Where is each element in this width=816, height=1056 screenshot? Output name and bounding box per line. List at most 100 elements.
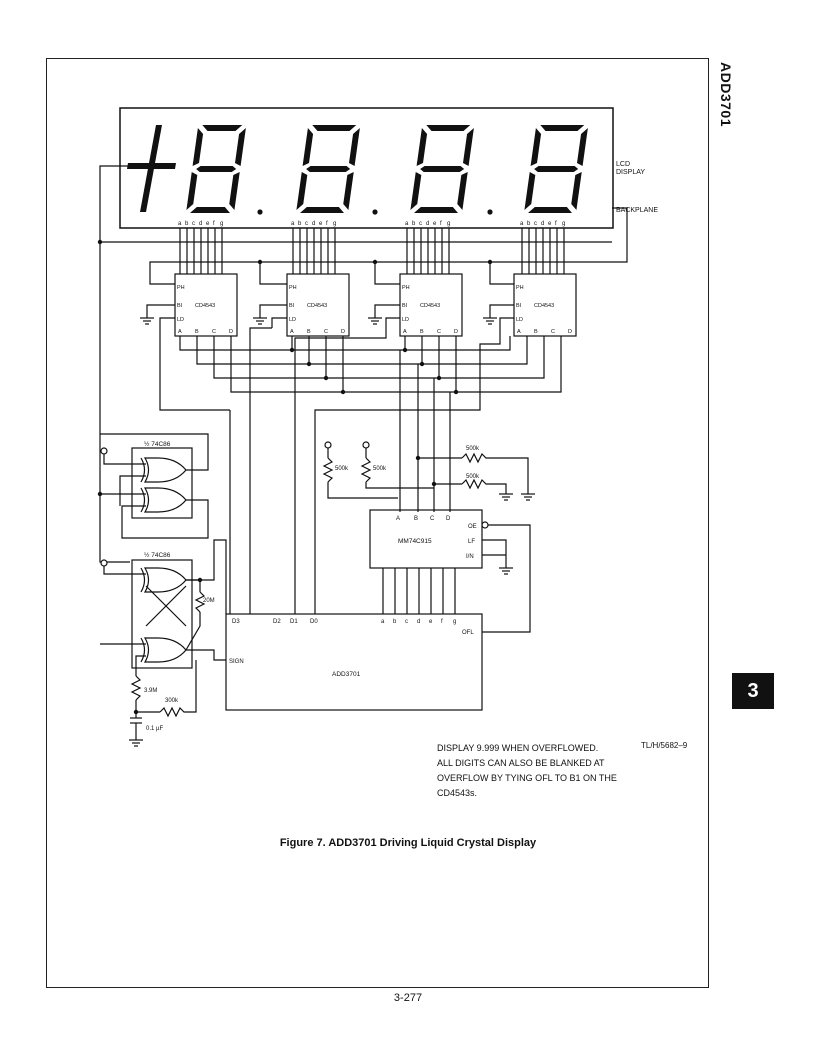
mm74c915-input-label: B (414, 516, 418, 522)
add3701-segment-label: c (405, 619, 408, 625)
add3701-segment-label: d (417, 619, 420, 625)
display-pin-label: c (419, 221, 422, 227)
decoder-bi-label: BI (177, 303, 183, 309)
decoder-bi-label: BI (516, 303, 522, 309)
lcd-digit-2-seg-f (302, 128, 314, 166)
decoder-part-label: CD4543 (307, 303, 327, 309)
decoder-a-label: A (517, 329, 521, 335)
add3701-segment-label: b (393, 619, 397, 625)
decoder-d-label: D (568, 329, 572, 335)
note-line-1: DISPLAY 9.999 WHEN OVERFLOWED. (437, 743, 599, 753)
lcd-digit-3-seg-d (414, 207, 458, 213)
lcd-digit-1-seg-f (192, 128, 204, 166)
display-pin-label: g (562, 221, 565, 227)
lcd-digit-2-seg-g (306, 166, 351, 172)
lcd-digit-3-seg-a (426, 125, 471, 131)
display-pin-label: a (291, 221, 295, 227)
gate-lower-label: ½ 74C86 (144, 551, 171, 559)
lcd-digit-1-seg-d (190, 207, 230, 213)
mm74c915-input-label: A (396, 516, 400, 522)
display-pin-label: b (298, 221, 302, 227)
add3701-segment-label: g (453, 619, 456, 625)
lcd-digit-4-seg-d (528, 207, 572, 213)
display-pin-label: f (326, 221, 328, 227)
decoder-a-label: A (290, 329, 294, 335)
lcd-decimal-point (372, 209, 378, 215)
page-frame (46, 58, 709, 988)
display-pin-label: g (447, 221, 450, 227)
display-pin-label: a (405, 221, 409, 227)
decoder-d-label: D (229, 329, 233, 335)
lcd-digit-1-seg-b (235, 128, 246, 166)
add3701-d1-label: D1 (290, 619, 298, 625)
lcd-digit-1-seg-g (196, 166, 237, 172)
lcd-digit-1-seg-a (202, 125, 243, 131)
add3701-segment-label: a (381, 619, 385, 625)
lcd-display (119, 107, 614, 229)
decoder-a-label: A (403, 329, 407, 335)
display-pin-label: d (426, 221, 429, 227)
lcd-digit-4-seg-e (524, 172, 536, 210)
display-label-line2: DISPLAY (616, 169, 645, 176)
mm74c915-in-label: I/N (466, 554, 474, 560)
lcd-digit-1-seg-c (229, 172, 240, 210)
backplane-label: BACKPLANE (616, 207, 658, 214)
note-line-2: ALL DIGITS CAN ALSO BE BLANKED AT (437, 758, 605, 768)
lcd-digit-2-seg-d (300, 207, 344, 213)
decoder-ph-label: PH (177, 285, 185, 291)
display-pin-label: a (520, 221, 524, 227)
decoder-d-label: D (341, 329, 345, 335)
section-tab: 3 (732, 673, 774, 709)
r39m-label: 3.9M (144, 688, 157, 694)
decoder-b-label: B (420, 329, 424, 335)
add3701-d0-label: D0 (310, 619, 318, 625)
display-pin-label: g (220, 221, 223, 227)
lcd-digit-3-seg-f (416, 128, 428, 166)
lcd-minus-bar (127, 163, 176, 169)
decoder-ld-label: LD (402, 317, 409, 323)
lcd-digits (127, 125, 588, 215)
mm74c915-input-labels: A B C D (396, 516, 451, 522)
decoder-a-label: A (178, 329, 182, 335)
page-number: 3-277 (393, 992, 423, 1004)
decoder-c-label: C (324, 329, 328, 335)
mm74c915-input-label: D (446, 516, 451, 522)
decoder-bi-label: BI (402, 303, 408, 309)
lcd-decimal-point (257, 209, 263, 215)
add3701-segment-label: f (441, 619, 443, 625)
mm74c915-lf-label: LF (468, 539, 475, 545)
display-pin-label: b (527, 221, 531, 227)
r500k-d-label: 500k (466, 474, 480, 480)
r300k-label: 300k (165, 698, 179, 704)
decoder-ph-label: PH (402, 285, 410, 291)
display-pin-label: b (412, 221, 416, 227)
lcd-digit-2-seg-b (349, 128, 360, 166)
display-pin-label: d (541, 221, 544, 227)
decoder-c-label: C (551, 329, 555, 335)
decoder-part-label: CD4543 (195, 303, 215, 309)
decoder-c-label: C (437, 329, 441, 335)
decoder-ph-label: PH (289, 285, 297, 291)
decoder-ld-label: LD (516, 317, 523, 323)
reference-code: TL/H/5682–9 (641, 741, 688, 750)
add3701-sign-label: SIGN (229, 659, 244, 665)
add3701-segment-label: e (429, 619, 433, 625)
lcd-digit-1-seg-e (186, 172, 198, 210)
decoder-d-label: D (454, 329, 458, 335)
lcd-digit-4-seg-c (571, 172, 582, 210)
r500k-c-label: 500k (466, 446, 480, 452)
lcd-digit-2-seg-e (296, 172, 308, 210)
display-pin-label: e (433, 221, 437, 227)
display-pin-label: d (312, 221, 315, 227)
decoder-part-label: CD4543 (420, 303, 440, 309)
decoder-ld-label: LD (289, 317, 296, 323)
lcd-digit-4-seg-b (577, 128, 588, 166)
add3701-ofl-label: OFL (462, 630, 474, 636)
notes: DISPLAY 9.999 WHEN OVERFLOWED. ALL DIGIT… (437, 741, 637, 801)
display-pin-label: c (305, 221, 308, 227)
mm74c915-input-label: C (430, 516, 435, 522)
lcd-digit-3-seg-c (457, 172, 468, 210)
lcd-digit-2-seg-a (312, 125, 357, 131)
lcd-digit-3-seg-g (420, 166, 465, 172)
display-pin-label: d (199, 221, 202, 227)
